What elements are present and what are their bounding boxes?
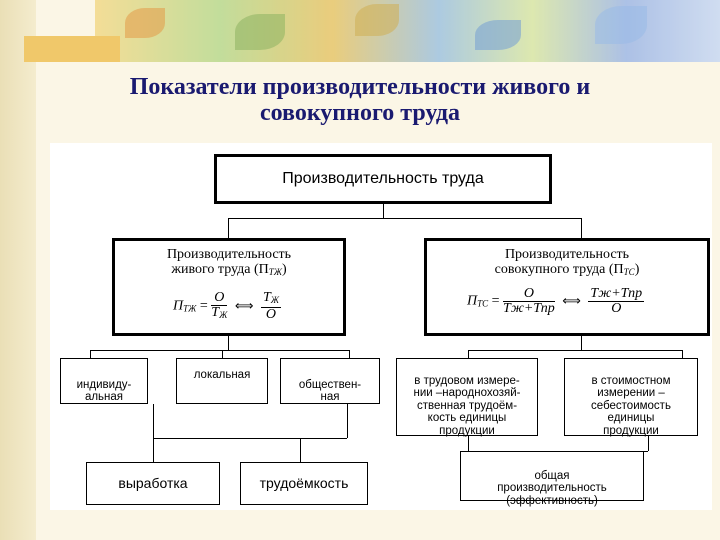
connector (648, 436, 649, 451)
total-labor-title-2: совокупного труда (ПТС) (494, 262, 640, 277)
connector (383, 204, 384, 218)
labor-intensity-box: трудоёмкость (240, 462, 368, 505)
connector (300, 438, 301, 462)
total-child-labor-measure: в трудовом измере- нии –народнохозяй- ст… (396, 358, 538, 437)
connector (222, 350, 223, 358)
live-child-individual: индивиду- альная (60, 358, 148, 404)
connector (347, 404, 348, 438)
title-line-2: совокупного труда (259, 100, 461, 126)
diagram-canvas: Производительность труда Производительно… (50, 143, 712, 510)
root-box: Производительность труда (214, 154, 552, 204)
output-box: выработка (86, 462, 220, 505)
live-labor-title-2: живого труда (ПТЖ) (171, 262, 287, 277)
total-child-cost-measure: в стоимостном измерении – себестоимость … (564, 358, 698, 437)
live-labor-title-1: Производительность (166, 247, 292, 262)
equivalence-arrow-icon: ⟺ (234, 299, 254, 314)
total-labor-title-1: Производительность (504, 247, 630, 262)
connector (581, 336, 582, 350)
connector (153, 404, 154, 438)
left-decor-band (0, 0, 36, 540)
connector (581, 218, 582, 238)
total-labor-box: Производительность совокупного труда (ПТ… (424, 238, 710, 336)
connector (468, 350, 682, 351)
corner-decor-block (24, 36, 120, 62)
title-line-1: Показатели производительности живого и (129, 74, 591, 100)
connector (153, 438, 154, 462)
connector (153, 438, 347, 439)
overall-efficiency-box: общая производительность (эффективность) (460, 451, 644, 507)
connector (468, 436, 469, 451)
connector (228, 218, 581, 219)
connector (468, 350, 469, 358)
connector (228, 218, 229, 238)
root-label: Производительность труда (282, 170, 484, 187)
live-labor-box: Производительность живого труда (ПТЖ) ПТ… (112, 238, 346, 336)
decorative-banner (95, 0, 720, 62)
connector (228, 336, 229, 350)
page-title: Показатели производительности живого и с… (60, 74, 660, 126)
equivalence-arrow-icon: ⟺ (562, 294, 581, 309)
live-child-local: локальная (176, 358, 268, 404)
connector (349, 350, 350, 358)
connector (682, 350, 683, 358)
connector (90, 350, 349, 351)
connector (90, 350, 91, 358)
live-child-social: обществен- ная (280, 358, 380, 404)
